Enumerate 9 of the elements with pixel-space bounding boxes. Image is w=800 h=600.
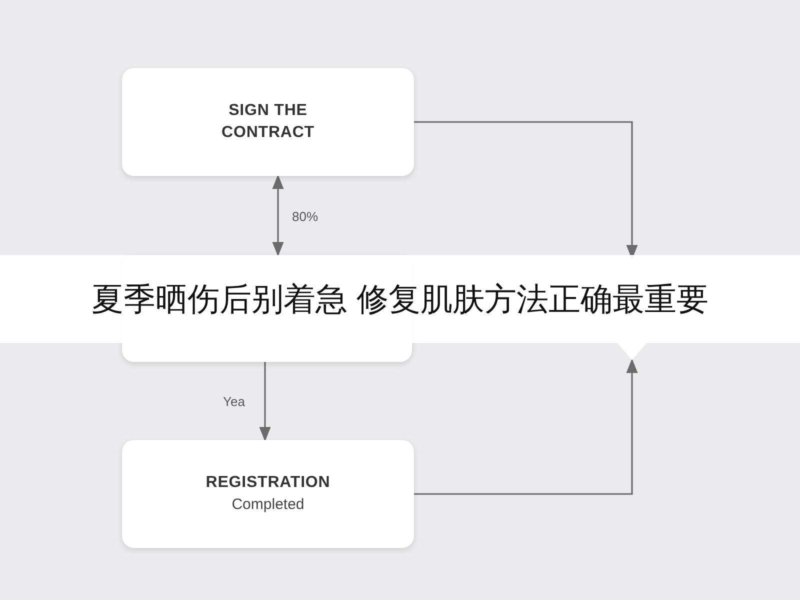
arrow xyxy=(272,174,284,256)
process-box xyxy=(122,68,414,176)
banner-title: 夏季晒伤后别着急 修复肌肤方法正确最重要 xyxy=(92,280,708,319)
arrow xyxy=(414,358,638,495)
arrow xyxy=(259,362,271,442)
process-box xyxy=(122,440,414,548)
node-title: REGISTRATION xyxy=(204,472,332,493)
node-subtitle: Completed xyxy=(232,494,304,515)
node-title: SIGN THE CONTRACT xyxy=(220,101,316,143)
